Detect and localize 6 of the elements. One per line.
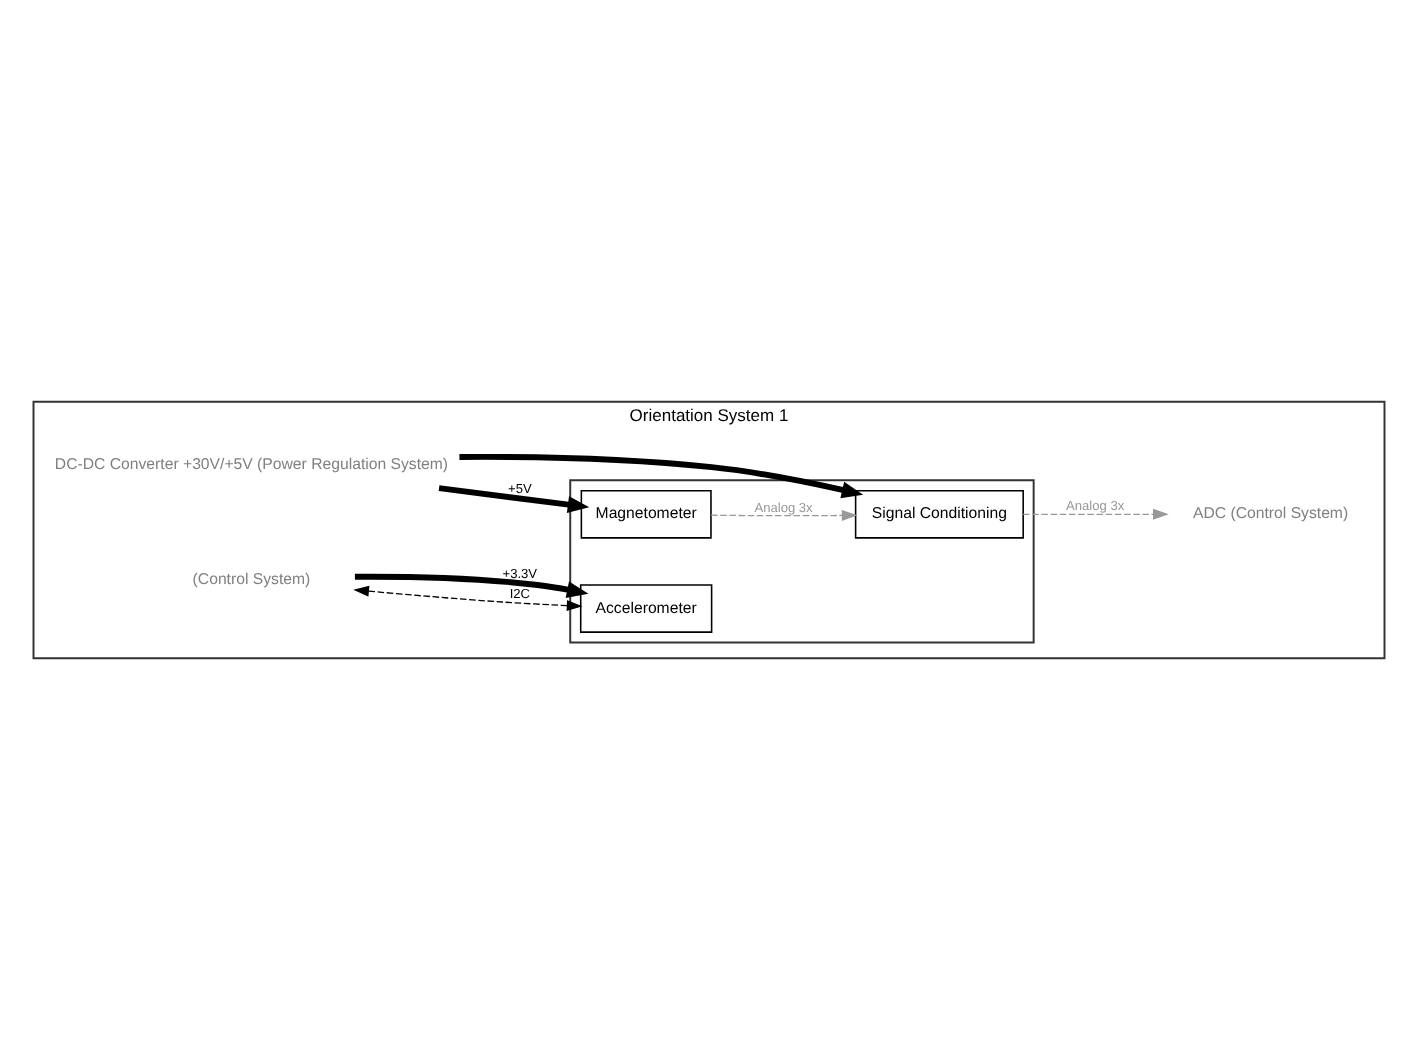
arrow	[710, 508, 858, 520]
arrow	[353, 584, 583, 611]
arrow	[459, 452, 864, 498]
arrow	[1022, 507, 1169, 519]
arrow	[354, 572, 589, 597]
arrow	[438, 484, 590, 512]
